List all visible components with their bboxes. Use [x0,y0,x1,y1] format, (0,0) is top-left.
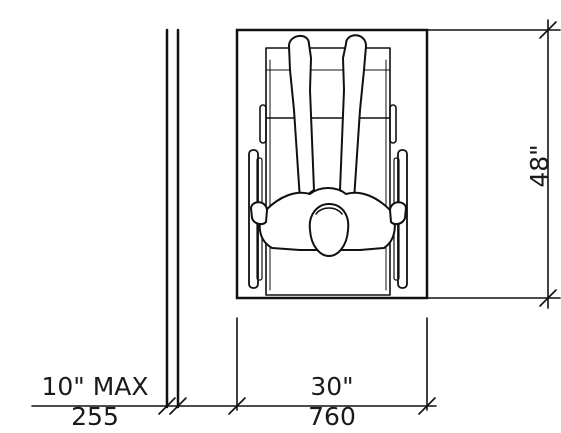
width-metric-label: 760 [308,402,356,431]
offset-imperial-label: 10" MAX [41,372,148,401]
left-leg [288,35,315,201]
left-hand [250,201,268,226]
offset-dimension: 10" MAX 255 [31,372,187,431]
width-imperial-label: 30" [310,372,353,401]
depth-dimension: 48" [426,19,561,309]
wheelchair-occupant-figure [248,34,408,296]
depth-dimension-label: 48" [525,144,554,187]
head [308,203,350,257]
offset-metric-label: 255 [71,402,119,431]
clear-floor-space-rectangle [235,28,429,300]
width-dimension: 30" 760 [177,317,437,431]
wheelchair-frame [248,47,408,296]
wall [165,28,180,409]
right-hand [389,201,407,226]
